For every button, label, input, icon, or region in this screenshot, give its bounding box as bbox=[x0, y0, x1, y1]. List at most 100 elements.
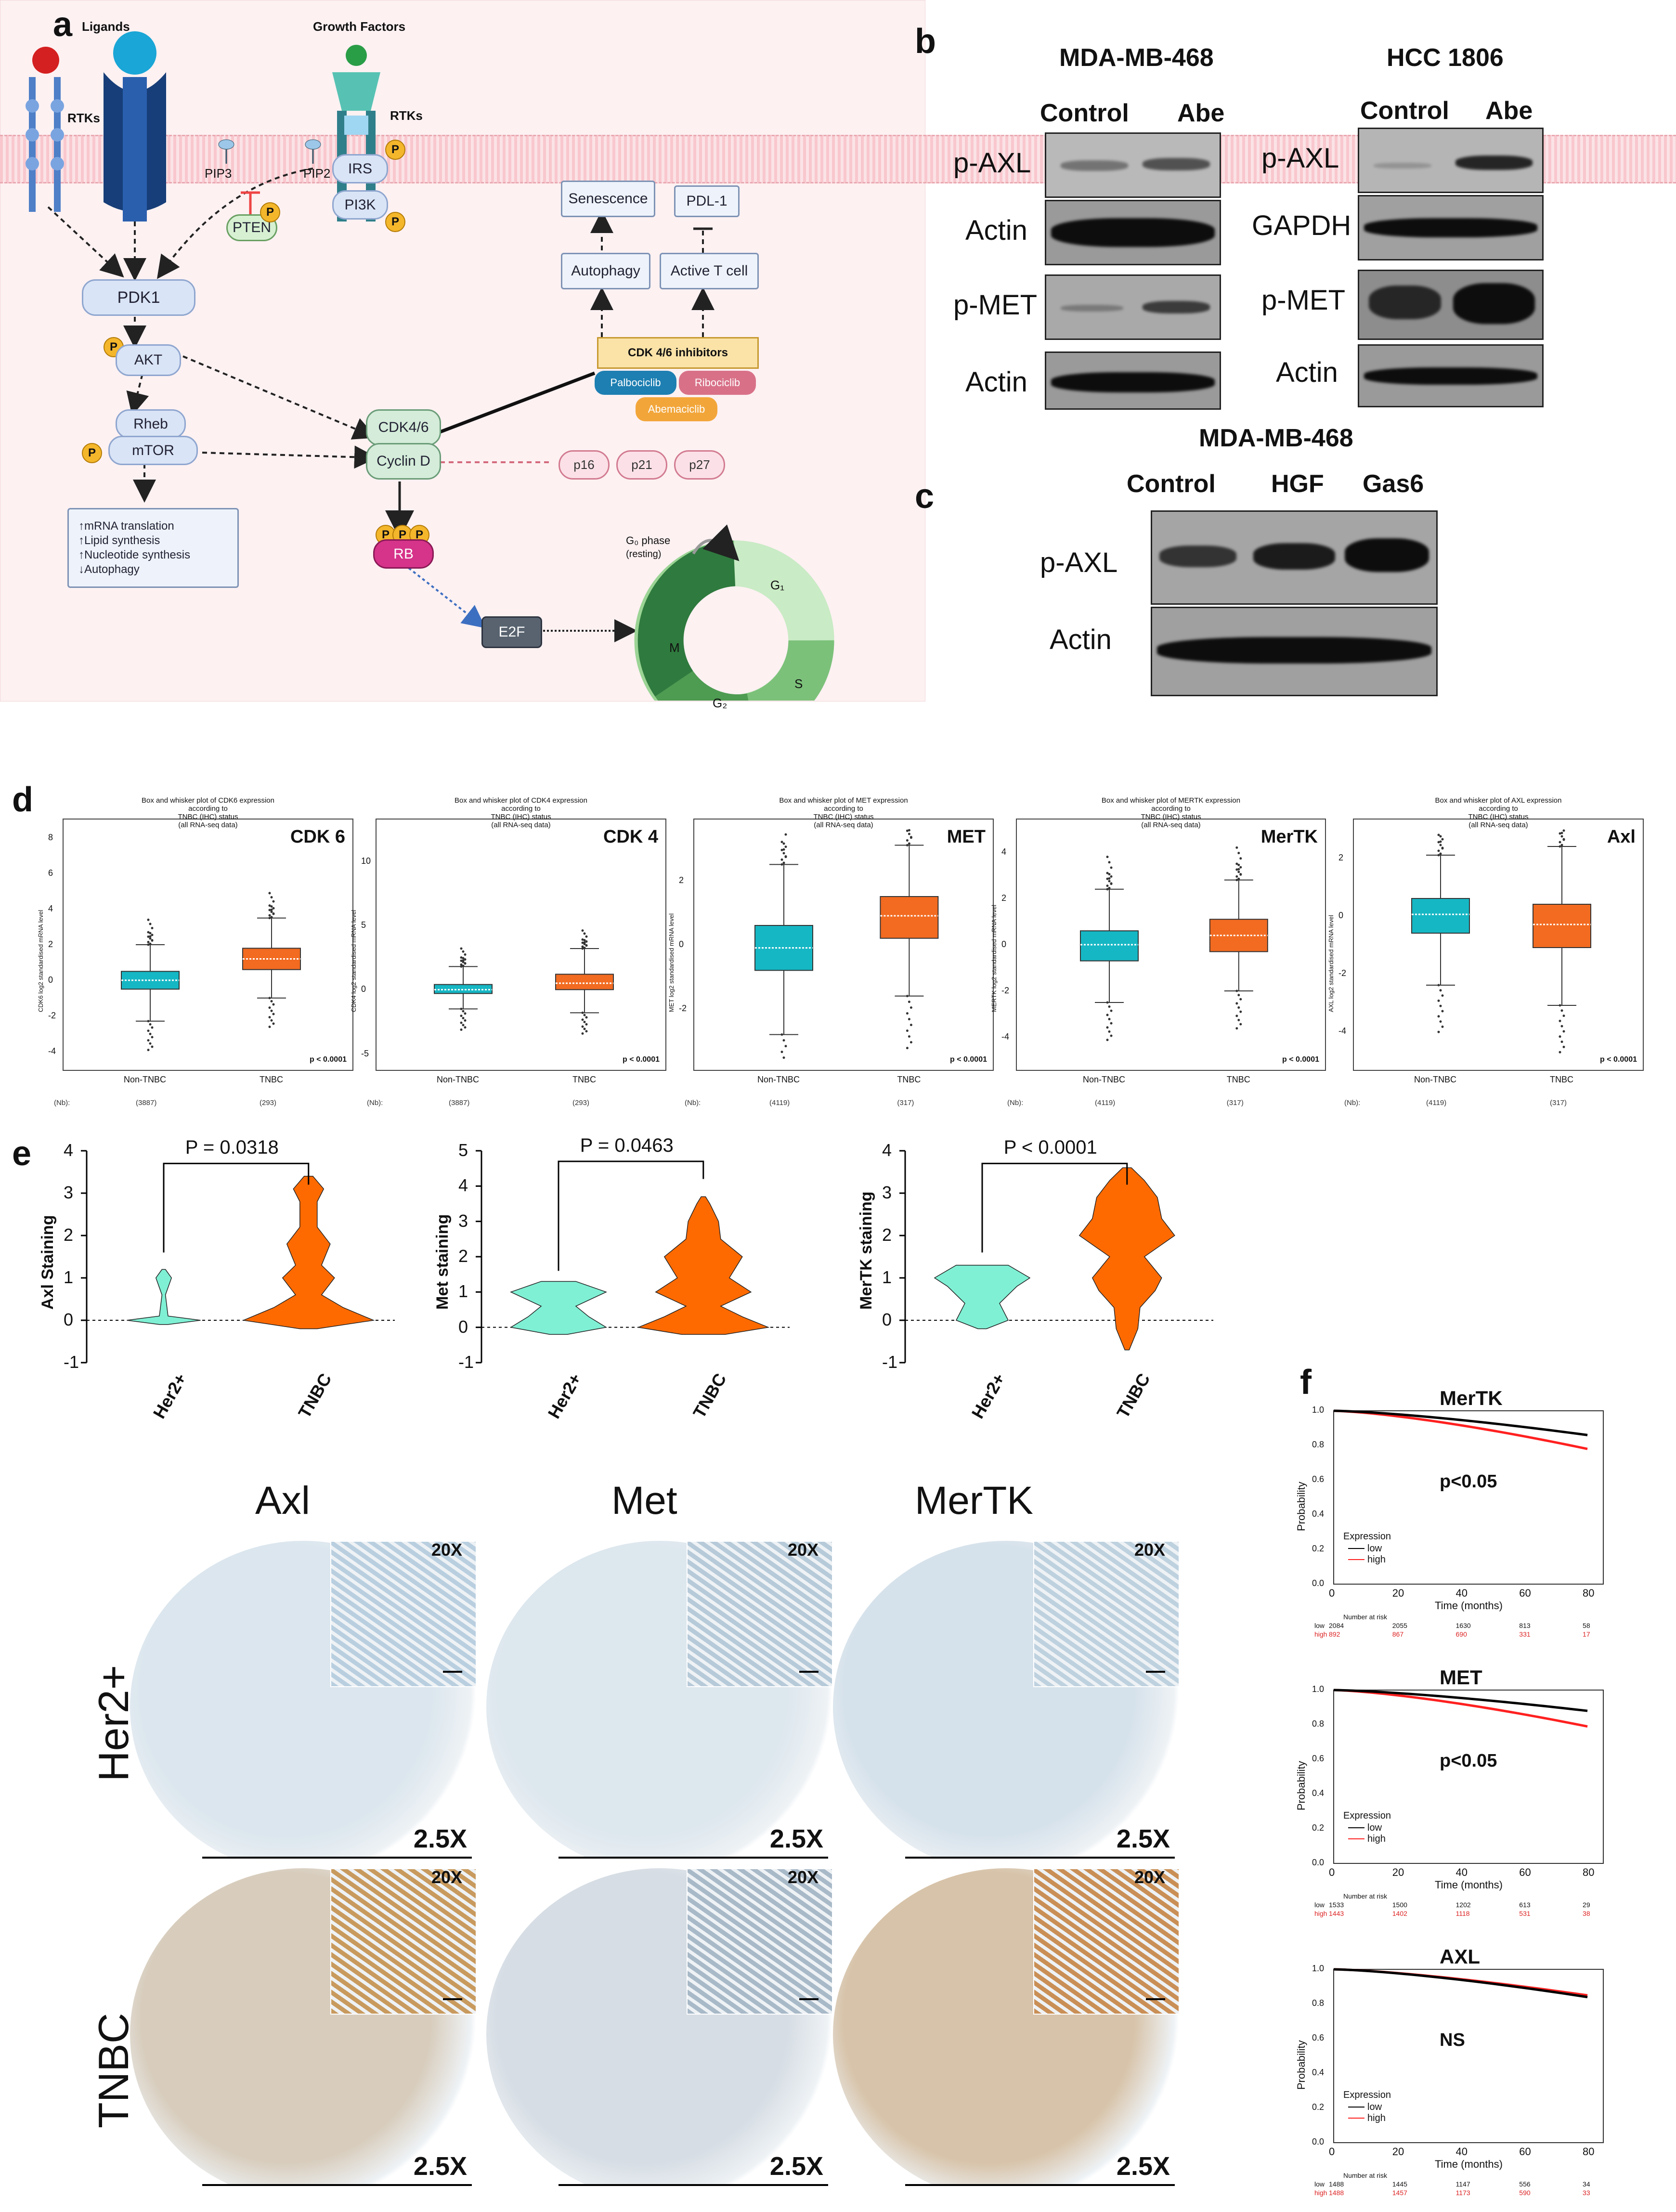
outlier-point bbox=[1108, 877, 1111, 880]
title-line: Box and whisker plot of MERTK expression bbox=[1101, 796, 1241, 805]
blot-strip bbox=[1045, 200, 1221, 265]
outlier-point bbox=[149, 942, 152, 945]
risk-low-value: 1147 bbox=[1455, 2180, 1470, 2188]
gene-label: MerTK bbox=[1260, 827, 1318, 847]
outlier-point bbox=[147, 1049, 150, 1052]
y-tick: -1 bbox=[882, 1352, 898, 1372]
outlier-point bbox=[1239, 998, 1242, 1001]
outlier-point bbox=[1437, 833, 1440, 836]
outlier-point bbox=[581, 1018, 584, 1021]
x-label-tnbc: TNBC bbox=[260, 1075, 283, 1084]
title-line: according to bbox=[1151, 805, 1191, 813]
boxplot: Box and whisker plot of MERTK expression… bbox=[990, 796, 1326, 1107]
outlier-point bbox=[1110, 875, 1113, 878]
gene-label: Axl bbox=[1607, 827, 1636, 847]
outlier-point bbox=[272, 1013, 275, 1015]
y-tick: 4 bbox=[882, 1140, 892, 1160]
y-tick: 4 bbox=[48, 904, 53, 914]
y-tick: 0.4 bbox=[1312, 1509, 1325, 1519]
legend-high: high bbox=[1367, 2113, 1386, 2123]
y-axis-label: CDK6 log2 standardised mRNA level bbox=[37, 910, 44, 1012]
pdk1-node: PDK1 bbox=[82, 279, 195, 316]
outlier-point bbox=[1110, 882, 1113, 885]
title-line: (all RNA-seq data) bbox=[178, 821, 238, 829]
p21-node: p21 bbox=[616, 450, 667, 480]
risk-high-value: 867 bbox=[1392, 1630, 1404, 1638]
outlier-point bbox=[1235, 846, 1238, 849]
outlier-point bbox=[585, 1016, 588, 1019]
y-axis-label: Probability bbox=[1295, 1761, 1307, 1810]
outlier-point bbox=[464, 1019, 467, 1022]
risk-high-value: 531 bbox=[1519, 1910, 1531, 1917]
outlier-point bbox=[782, 842, 785, 845]
y-tick: 0.0 bbox=[1312, 1578, 1325, 1588]
outlier-point bbox=[1110, 1009, 1113, 1012]
outlier-point bbox=[460, 1015, 463, 1017]
risk-high-value: 1488 bbox=[1329, 2189, 1344, 2197]
pi3k-node: PI3K bbox=[332, 190, 388, 220]
outlier-point bbox=[784, 1045, 787, 1048]
mtor-outcomes-box: ↑mRNA translation ↑Lipid synthesis ↑Nucl… bbox=[67, 508, 239, 588]
box-tnbc bbox=[555, 974, 614, 990]
outlier-point bbox=[581, 945, 584, 948]
outlier-point bbox=[460, 956, 463, 959]
plot-frame bbox=[1333, 1410, 1604, 1585]
risk-low-value: 1630 bbox=[1455, 1622, 1471, 1629]
outlier-point bbox=[147, 931, 150, 934]
core-magnification: 2.5X bbox=[1116, 2152, 1170, 2181]
outlier-point bbox=[906, 829, 909, 832]
outlier-point bbox=[583, 1028, 586, 1030]
title-line: TNBC (IHC) status bbox=[1141, 813, 1201, 821]
km-p-value: p<0.05 bbox=[1440, 1471, 1497, 1492]
outlier-point bbox=[1235, 875, 1238, 878]
y-axis-label: Probability bbox=[1295, 1482, 1307, 1531]
outlier-point bbox=[581, 947, 584, 950]
outlier-point bbox=[1108, 886, 1111, 889]
outlier-point bbox=[147, 943, 150, 946]
km-title: MET bbox=[1440, 1666, 1482, 1689]
outlier-point bbox=[464, 958, 467, 961]
x-label-non-tnbc: Non-TNBC bbox=[1083, 1075, 1126, 1084]
outlier-point bbox=[1235, 1015, 1238, 1017]
outlier-point bbox=[1437, 841, 1440, 844]
outlier-point bbox=[908, 842, 910, 845]
y-tick: 5 bbox=[458, 1140, 468, 1160]
label-g2: G₂ bbox=[713, 696, 728, 710]
x-tick: 20 bbox=[1392, 1866, 1404, 1878]
risk-high-value: 1173 bbox=[1455, 2189, 1470, 2197]
outlier-point bbox=[780, 863, 783, 866]
y-tick: 2 bbox=[48, 939, 53, 949]
plot-frame bbox=[1333, 1969, 1604, 2143]
outlier-point bbox=[908, 1001, 910, 1003]
x-tick: 0 bbox=[1329, 1866, 1335, 1878]
x-tick: 60 bbox=[1519, 1587, 1531, 1599]
n-tnbc: (293) bbox=[260, 1099, 277, 1107]
core-magnification: 2.5X bbox=[769, 1824, 823, 1853]
e2f-node: E2F bbox=[481, 616, 542, 648]
x-tick: 0 bbox=[1329, 1587, 1335, 1599]
outlier-point bbox=[149, 1023, 152, 1026]
risk-low-label: low bbox=[1314, 1901, 1325, 1909]
outlier-point bbox=[151, 927, 154, 930]
y-axis-label: MerTK staining bbox=[857, 1191, 875, 1310]
row-label: Actin bbox=[1050, 624, 1112, 655]
outlier-point bbox=[784, 855, 787, 858]
p-value: P < 0.0001 bbox=[1003, 1137, 1097, 1158]
x-cat-her2: Her2+ bbox=[967, 1370, 1009, 1422]
legend-swatch-high bbox=[1348, 2118, 1364, 2119]
x-tick: 60 bbox=[1519, 2146, 1531, 2158]
outlier-point bbox=[1437, 999, 1440, 1002]
ihc-inset-image bbox=[330, 1868, 477, 2015]
risk-title: Number at risk bbox=[1343, 1892, 1388, 1900]
box-non-tnbc bbox=[1080, 930, 1139, 962]
outlier-point bbox=[1560, 844, 1563, 846]
x-cat-tnbc: TNBC bbox=[689, 1370, 730, 1422]
blot-left-title: MDA-MB-468 bbox=[1059, 44, 1214, 72]
risk-title: Number at risk bbox=[1343, 2172, 1388, 2179]
outlier-point bbox=[1106, 877, 1109, 880]
risk-low-value: 1202 bbox=[1455, 1901, 1471, 1909]
boxplot-svg bbox=[434, 929, 614, 1035]
